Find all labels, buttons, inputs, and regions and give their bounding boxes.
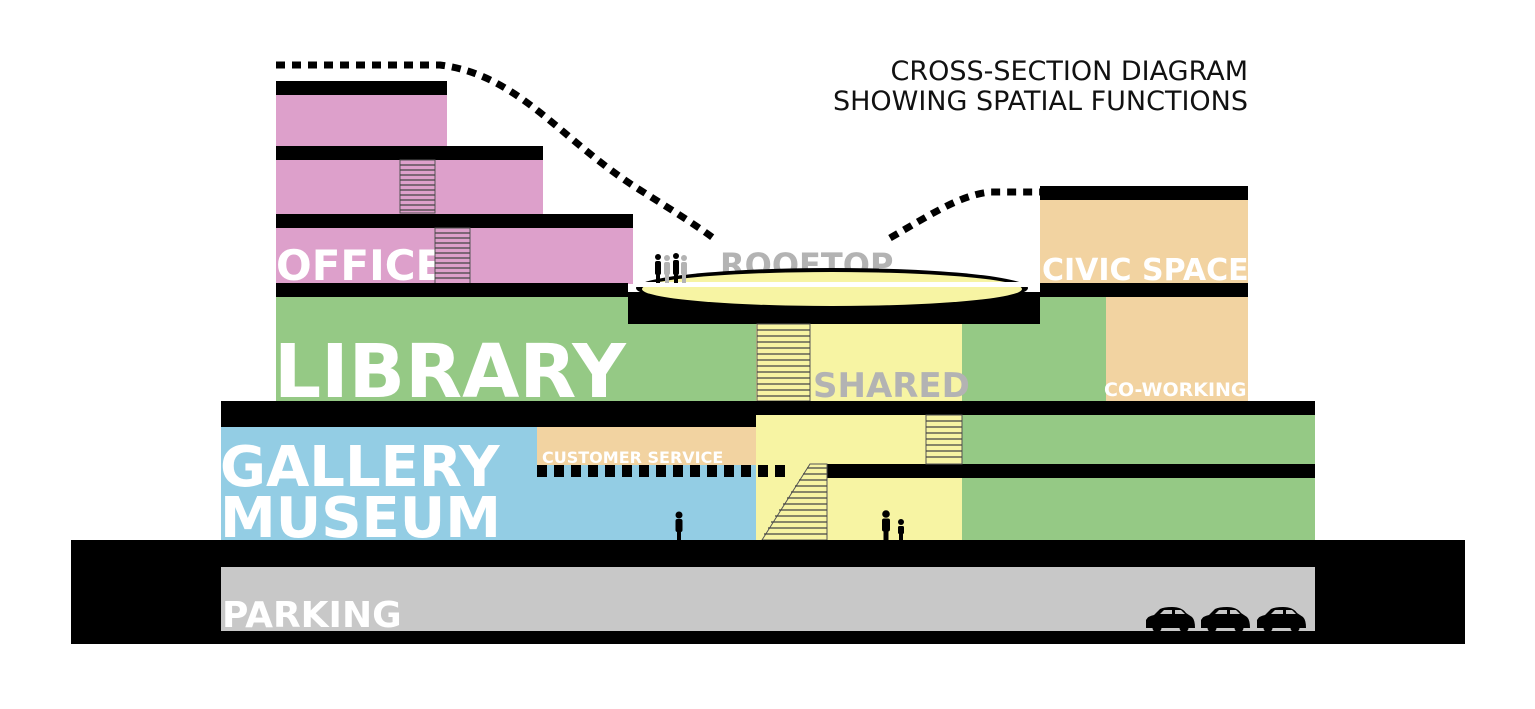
car-icon [1146, 607, 1195, 633]
library-area-under-roof [628, 324, 756, 401]
library-area-right-b [1040, 297, 1106, 401]
office-stair-lower [434, 227, 471, 285]
civic-space-label: CIVIC SPACE [1042, 253, 1249, 288]
mezz-stair [925, 414, 963, 465]
parent-child-icon [882, 510, 904, 540]
parking-label: PARKING [222, 595, 402, 636]
roof-profile-right [888, 188, 1040, 242]
library-mezz-lower [962, 478, 1315, 540]
diagram-title: CROSS-SECTION DIAGRAM SHOWING SPATIAL FU… [833, 56, 1248, 117]
civic-floor [1040, 200, 1248, 284]
title-line-2: SHOWING SPATIAL FUNCTIONS [833, 86, 1248, 117]
gallery-level: GALLERY MUSEUM CUSTOMER SERVICE [220, 415, 1315, 551]
office-floor-top [276, 95, 447, 147]
parking-area [221, 567, 1315, 631]
rooftop-zone: ROOFTOP [628, 246, 1040, 324]
mezz-slab [827, 464, 1315, 478]
coworking-label: CO-WORKING [1104, 379, 1247, 401]
slab-gallery-top-right [756, 401, 1315, 415]
rooftop-pool-surface [642, 272, 1022, 306]
car-icon [1257, 607, 1306, 633]
library-label: LIBRARY [274, 329, 627, 415]
people-icon [655, 253, 687, 283]
library-area-left [276, 297, 628, 401]
coworking-area [1106, 297, 1248, 401]
civic-space-zone: CIVIC SPACE [1040, 186, 1249, 288]
library-stair [756, 323, 811, 402]
gallery-label: GALLERY [220, 435, 501, 500]
slab-gallery-top-left [221, 401, 756, 427]
person-icon [675, 511, 683, 540]
slab-library-top-left [276, 283, 628, 297]
library-mezz-upper [962, 415, 1315, 464]
shared-label: SHARED [813, 366, 970, 406]
customer-service-label: CUSTOMER SERVICE [542, 448, 723, 467]
office-slab-mid [276, 146, 543, 160]
roof-profile-left [276, 61, 719, 243]
office-slab-top [276, 81, 447, 95]
car-icon [1201, 607, 1250, 633]
library-area-right [962, 324, 1040, 401]
title-line-1: CROSS-SECTION DIAGRAM [890, 56, 1248, 87]
office-stair-upper [399, 159, 436, 214]
civic-roof-slab [1040, 186, 1248, 200]
parking-zone: PARKING [221, 567, 1315, 636]
office-slab-low [276, 214, 633, 228]
slab-library-top-right [1040, 283, 1248, 297]
customer-service-area [537, 427, 756, 465]
office-label: OFFICE [276, 241, 444, 290]
